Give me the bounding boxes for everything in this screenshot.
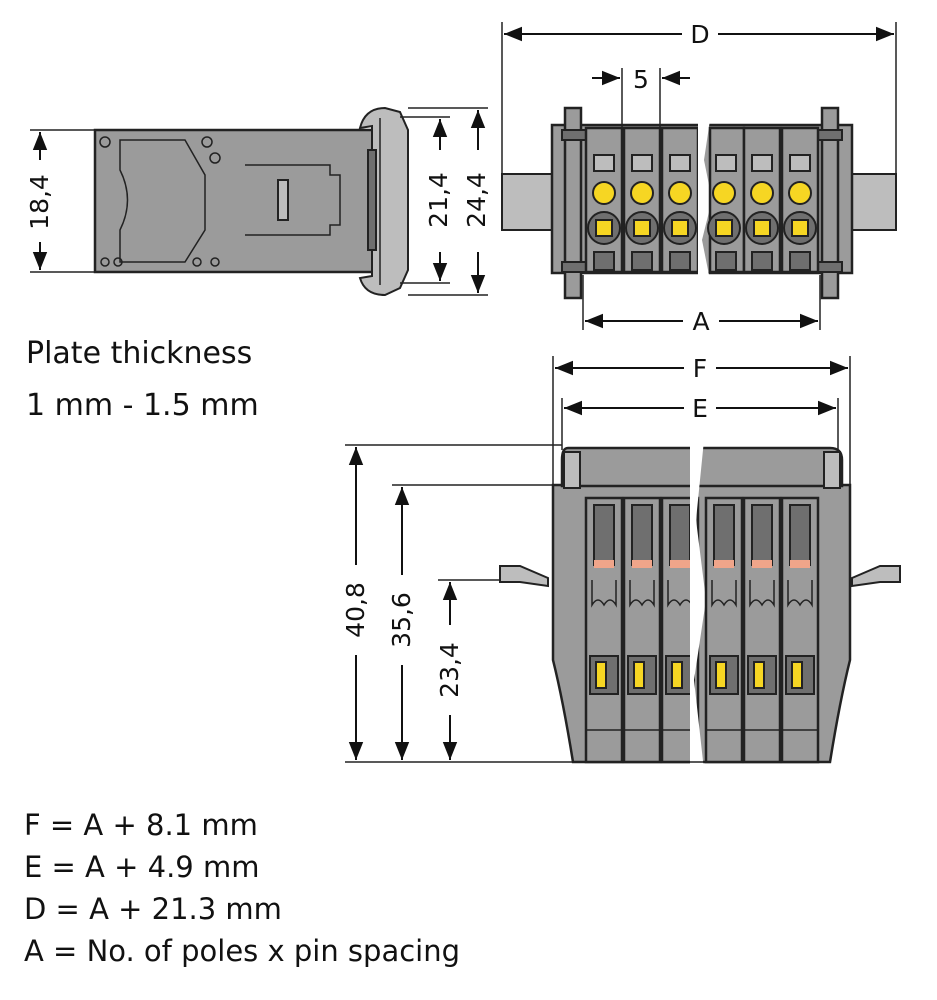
top-dimensions: D 5 A xyxy=(501,20,897,336)
dimension-e-label: E xyxy=(692,394,708,423)
pole-5 xyxy=(742,126,782,274)
pole-6 xyxy=(780,126,820,274)
top-view xyxy=(501,106,897,300)
front-pole-2 xyxy=(622,496,662,764)
dimension-d-label: D xyxy=(690,20,709,49)
dimension-f-label: F xyxy=(693,354,707,383)
front-pole-5 xyxy=(742,496,782,764)
front-cap xyxy=(560,446,844,488)
front-height-total-label: 40,8 xyxy=(341,582,370,638)
side-view xyxy=(93,106,409,297)
side-height-outer-label: 24,4 xyxy=(462,172,491,228)
front-pole-6 xyxy=(780,496,820,764)
front-pole-1 xyxy=(584,496,624,764)
front-view xyxy=(499,440,901,770)
break-gap-top xyxy=(698,120,712,280)
front-pole-4 xyxy=(704,496,744,764)
front-dimensions: F E 40,8 35,6 23,4 xyxy=(341,354,851,763)
formula-f: F = A + 8.1 mm xyxy=(24,808,258,842)
formula-a: A = No. of poles x pin spacing xyxy=(24,934,461,968)
right-flange xyxy=(851,565,901,588)
side-height-label: 18,4 xyxy=(25,174,54,230)
formula-d: D = A + 21.3 mm xyxy=(24,892,282,926)
dimension-a-label: A xyxy=(692,307,709,336)
pole-4 xyxy=(707,126,746,274)
plate-thickness-title: Plate thickness xyxy=(26,336,253,371)
left-flange xyxy=(499,565,549,588)
side-dimensions: 18,4 21,4 24,4 xyxy=(25,107,491,296)
formula-e: E = A + 4.9 mm xyxy=(24,850,260,884)
pin-spacing-label: 5 xyxy=(633,65,649,94)
pole-1 xyxy=(584,126,624,274)
side-height-inner-label: 21,4 xyxy=(424,172,453,228)
break-gap-front xyxy=(690,440,706,770)
front-height-low-label: 23,4 xyxy=(435,642,464,698)
left-latch xyxy=(501,173,555,231)
plate-thickness-range: 1 mm - 1.5 mm xyxy=(26,388,259,423)
pole-2 xyxy=(622,126,662,274)
pole-3 xyxy=(660,126,700,274)
front-height-mid-label: 35,6 xyxy=(387,592,416,648)
side-housing xyxy=(93,128,379,274)
